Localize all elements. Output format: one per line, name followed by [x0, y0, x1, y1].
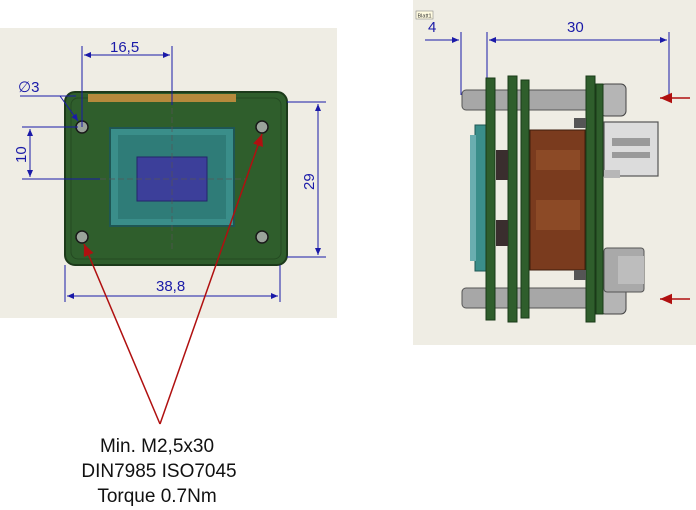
sensor-cover-face: [470, 135, 476, 261]
dim-label-29: 29: [301, 173, 318, 190]
mounting-hole-bottom-right: [255, 230, 269, 244]
pcb-3: [520, 79, 530, 319]
dim-hole-offset-vertical: 10: [13, 126, 100, 180]
callout-line-2: DIN7985 ISO7045: [81, 461, 236, 482]
dim-side: 4 30: [425, 19, 670, 95]
dim-hole-spacing-horizontal: 16,5: [81, 39, 173, 127]
pcb-1: [485, 77, 496, 321]
side-view: Blatt1 4 30: [415, 10, 690, 323]
dim-label-30: 30: [567, 19, 584, 36]
screw-head-top: [599, 83, 627, 117]
pcb-5: [595, 83, 604, 315]
callout-line-1: Min. M2,5x30: [100, 436, 214, 457]
dim-label-10: 10: [13, 146, 30, 163]
dim-hole-diameter: ∅3: [18, 79, 79, 122]
callout-leaders: [83, 133, 263, 425]
dim-label-diameter: ∅3: [18, 79, 39, 96]
callout-text: Min. M2,5x30 DIN7985 ISO7045 Torque 0.7N…: [81, 436, 236, 507]
callout-line-3: Torque 0.7Nm: [97, 486, 216, 507]
dim-height: 29: [287, 101, 326, 258]
mounting-hole-top-right: [255, 120, 269, 134]
dim-label-4: 4: [428, 19, 436, 36]
pcb-4: [585, 75, 596, 323]
dim-width: 38,8: [64, 265, 281, 302]
usb-connector: [603, 121, 659, 177]
sheet-tag-label: Blatt1: [418, 14, 432, 20]
sheet-tag: [415, 10, 434, 20]
pcb-2: [507, 75, 518, 323]
connector-strip: [88, 94, 236, 102]
dim-label-16-5: 16,5: [110, 39, 139, 56]
dim-label-38-8: 38,8: [156, 278, 185, 295]
mounting-hole-bottom-left: [75, 230, 89, 244]
front-view: 16,5 ∅3 10 29 38,8: [13, 39, 326, 302]
